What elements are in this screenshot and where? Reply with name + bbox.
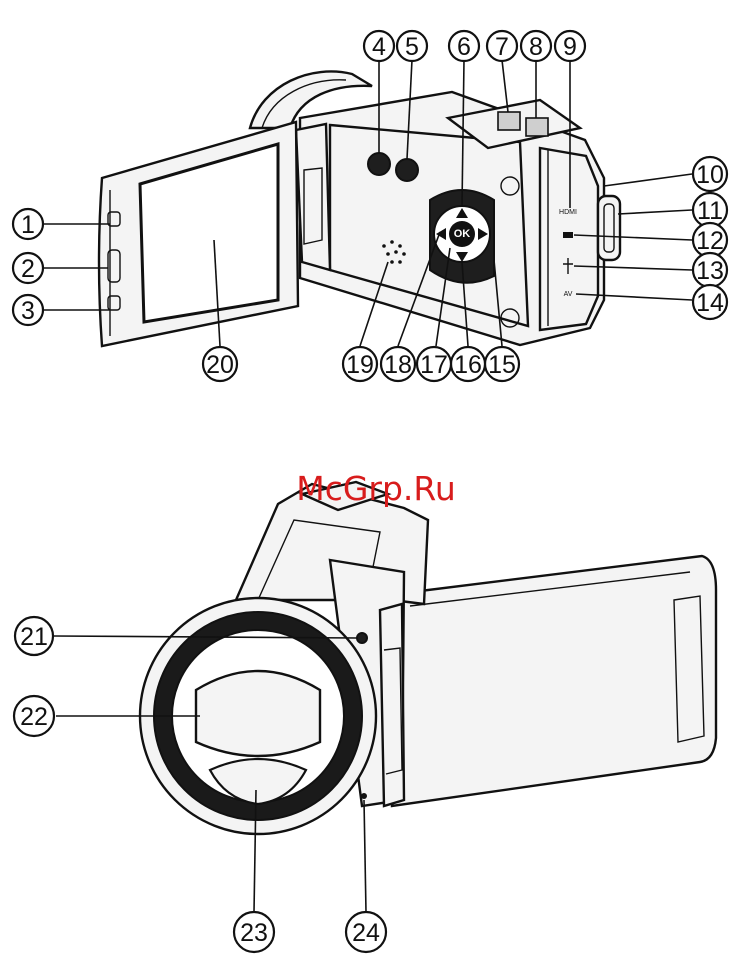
tv-out-port-icon [563, 232, 573, 238]
callout-label: 8 [529, 33, 543, 61]
lens-glass [196, 671, 320, 756]
callout-label: 17 [420, 351, 448, 379]
callout-4: 4 [364, 31, 394, 61]
callout-13: 13 [693, 253, 727, 287]
callout-label: 15 [488, 351, 516, 379]
callout-label: 3 [21, 297, 35, 325]
ok-label: OK [454, 228, 471, 240]
mode-button [498, 112, 520, 130]
watermark: McGrp.Ru [296, 469, 456, 508]
callout-19: 19 [343, 347, 377, 381]
callout-9: 9 [555, 31, 585, 61]
callout-18: 18 [381, 347, 415, 381]
callout-label: 18 [384, 351, 412, 379]
camcorder-rear-view: HDMI AV OK [99, 71, 620, 346]
camcorder-front-view [140, 482, 716, 834]
callout-1: 1 [13, 209, 43, 239]
hdmi-label: HDMI [559, 209, 577, 216]
callout-17: 17 [417, 347, 451, 381]
callout-label: 5 [405, 33, 419, 61]
callout-20: 20 [203, 347, 237, 381]
callout-label: 7 [495, 33, 509, 61]
microphone [361, 793, 367, 799]
callout-15: 15 [485, 347, 519, 381]
callout-3: 3 [13, 295, 43, 325]
callout-5: 5 [397, 31, 427, 61]
callout-24: 24 [346, 912, 386, 952]
callout-21: 21 [15, 617, 53, 655]
lcd-hinge [296, 124, 330, 270]
button-4 [368, 153, 390, 175]
callout-7: 7 [487, 31, 517, 61]
record-button [526, 118, 548, 136]
callout-12: 12 [693, 223, 727, 257]
lcd-panel-back [392, 556, 716, 806]
button-5 [396, 159, 418, 181]
callout-label: 4 [372, 33, 386, 61]
callout-label: 19 [346, 351, 374, 379]
strap-hook [598, 196, 620, 260]
callout-label: 21 [20, 623, 48, 651]
callout-6: 6 [449, 31, 479, 61]
callout-22: 22 [14, 696, 54, 736]
callout-14: 14 [693, 285, 727, 319]
callout-11: 11 [693, 193, 727, 227]
callout-8: 8 [521, 31, 551, 61]
callout-23: 23 [234, 912, 274, 952]
callout-16: 16 [451, 347, 485, 381]
callout-label: 2 [21, 255, 35, 283]
callout-label: 12 [696, 227, 724, 255]
callout-label: 11 [697, 197, 723, 225]
callout-label: 9 [563, 33, 577, 61]
callout-10: 10 [693, 157, 727, 191]
callout-label: 16 [454, 351, 482, 379]
callout-label: 22 [20, 703, 48, 731]
callout-label: 10 [696, 161, 724, 189]
callout-label: 24 [352, 919, 380, 947]
callout-label: 1 [21, 211, 35, 239]
av-label: AV [564, 291, 573, 298]
callout-label: 6 [457, 33, 471, 61]
callout-label: 20 [206, 351, 234, 379]
callout-2: 2 [13, 253, 43, 283]
indicator-led [357, 633, 367, 643]
callout-label: 23 [240, 919, 268, 947]
callout-label: 13 [696, 257, 724, 285]
callout-label: 14 [696, 289, 724, 317]
